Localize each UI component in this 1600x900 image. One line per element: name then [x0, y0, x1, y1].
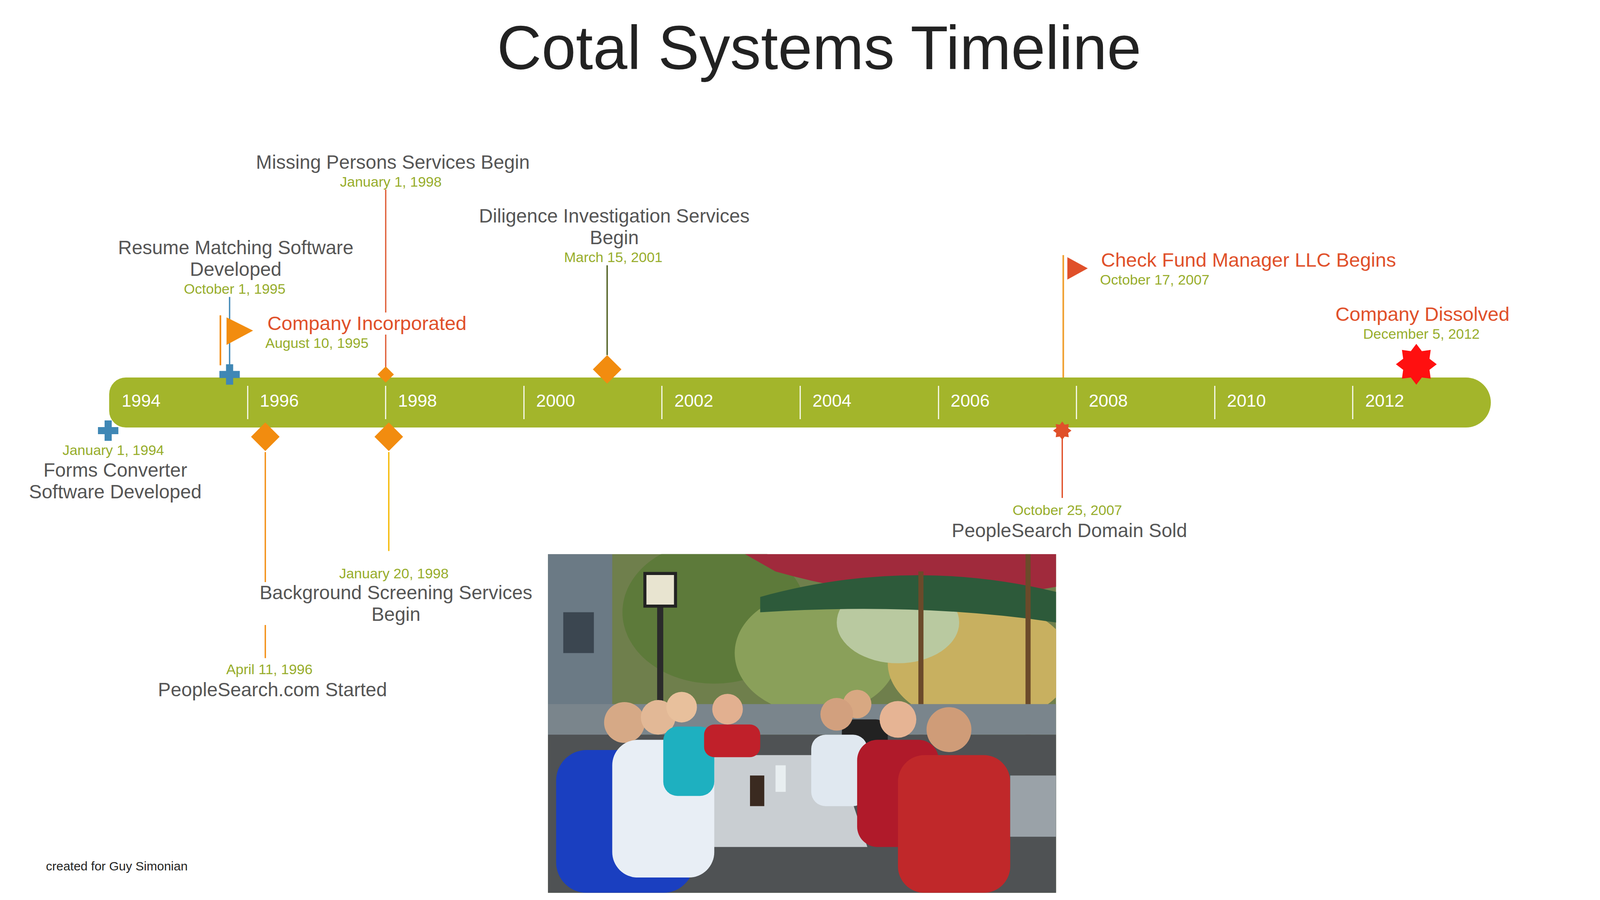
year-label: 2006: [950, 390, 990, 411]
tick-separator: [247, 385, 249, 420]
event-cross: [219, 364, 240, 385]
tick-separator: [523, 385, 525, 420]
leader-line: [1061, 438, 1063, 498]
event-title: Background Screening Services Begin: [245, 582, 546, 625]
lantern: [645, 573, 676, 606]
event-title: PeopleSearch.com Started: [157, 679, 388, 701]
event-title: Diligence Investigation Services Begin: [464, 205, 765, 249]
tick-separator: [799, 385, 801, 420]
umbrella: [760, 575, 1056, 623]
person: [897, 755, 1010, 893]
glass: [750, 775, 765, 806]
event-cross: [97, 420, 119, 441]
event-date: December 5, 2012: [1363, 325, 1480, 342]
person: [704, 724, 761, 758]
event-date: January 1, 1994: [62, 442, 165, 458]
event-date: October 25, 2007: [1012, 502, 1123, 518]
event-starburst: [1052, 421, 1072, 440]
person-head: [926, 707, 972, 753]
deck: [547, 734, 1057, 893]
year-label: 2002: [674, 390, 713, 411]
person-head: [666, 691, 697, 723]
event-date: October 1, 1995: [183, 280, 286, 297]
event-title: Resume Matching Software Developed: [102, 237, 370, 280]
year-label: 2012: [1365, 390, 1404, 411]
leader-line: [606, 265, 608, 356]
leader-line: [385, 188, 387, 368]
event-diamond: [250, 422, 280, 452]
event-date: January 20, 1998: [339, 565, 449, 582]
timeline-bar: 1994 1996 1998 2000 2002 2004 2006 2008 2010 2012: [109, 377, 1491, 428]
person-head: [879, 700, 917, 738]
event-flag: [226, 317, 254, 345]
year-label: 2000: [536, 390, 575, 411]
tick-separator: [1214, 385, 1216, 420]
person-head: [712, 693, 743, 725]
tick-separator: [937, 385, 940, 420]
year-label: 2010: [1227, 390, 1266, 411]
tick-separator: [1075, 385, 1078, 420]
tick-separator: [385, 385, 387, 420]
flag-pole: [1062, 255, 1065, 378]
window: [563, 612, 594, 653]
event-diamond: [374, 422, 404, 452]
event-date: April 11, 1996: [226, 661, 313, 678]
event-date: March 15, 2001: [564, 249, 663, 265]
milestone-title: Check Fund Manager LLC Begins: [1100, 249, 1396, 272]
milestone-title: Company Dissolved: [1335, 303, 1510, 326]
chair: [1010, 775, 1056, 837]
team-photo: [547, 540, 1072, 893]
year-label: 2008: [1088, 390, 1128, 411]
flag-pole: [219, 315, 222, 366]
event-flag: [1067, 257, 1088, 280]
year-label: 1998: [397, 390, 437, 411]
year-label: 2004: [812, 390, 852, 411]
tick-separator: [1352, 385, 1354, 420]
chart-title: Cotal Systems Timeline: [497, 12, 1142, 84]
leader-line: [387, 452, 390, 552]
year-label: 1994: [121, 390, 161, 411]
credit-note: created for Guy Simonian: [45, 859, 188, 874]
event-date: August 10, 1995: [265, 335, 369, 351]
leader-line: [264, 452, 266, 659]
event-title: Missing Persons Services Begin: [255, 151, 530, 174]
milestone-title: Company Incorporated: [267, 312, 467, 335]
event-title: Forms Converter Software Developed: [17, 459, 214, 503]
event-date: October 17, 2007: [1100, 271, 1210, 288]
event-diamond: [377, 366, 394, 383]
glass: [775, 765, 786, 793]
event-starburst: [1395, 343, 1437, 385]
tick-separator: [661, 385, 663, 420]
person-head: [820, 697, 853, 731]
event-date: January 1, 1998: [340, 173, 442, 190]
event-diamond: [592, 355, 622, 384]
person-head: [604, 702, 645, 743]
year-label: 1996: [260, 390, 299, 411]
event-title: PeopleSearch Domain Sold: [951, 520, 1188, 542]
